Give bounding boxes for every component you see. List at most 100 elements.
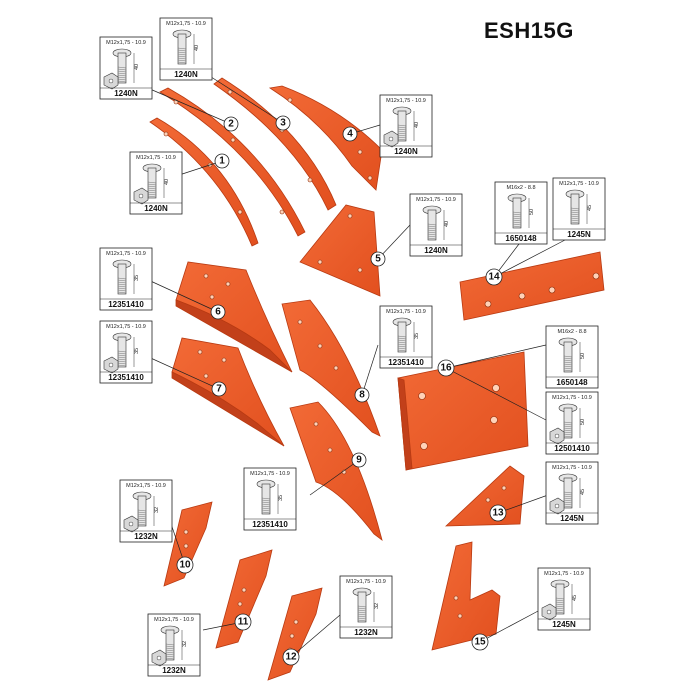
bolt-code-text: 12351410 (108, 373, 144, 382)
callout-8-label: 8 (359, 390, 365, 401)
bolt-thread-line (147, 195, 157, 198)
bolt-thread-line (357, 605, 367, 608)
bolt-spec-text: M16x2 - 8.8 (506, 185, 535, 191)
bolt-thread-line (261, 501, 271, 504)
bolt-thread-line (555, 601, 565, 604)
bolt-length-label: 32 (154, 507, 160, 513)
bolt-thread-line (397, 124, 407, 127)
bolt-thread-line (563, 359, 573, 362)
bolt-thread-line (165, 657, 175, 660)
callout-12-label: 12 (285, 652, 297, 663)
nut-hole (108, 362, 114, 368)
bolt-thread-line (563, 363, 573, 366)
nut-hole (138, 193, 144, 199)
bolt-thread-line (357, 609, 367, 612)
bolt-thread-line (177, 53, 187, 56)
bolt-thread-line (117, 289, 127, 292)
bolt-thread-line (512, 221, 522, 224)
bolt-code-text: 1240N (174, 70, 198, 79)
part-14-shape (459, 251, 605, 321)
bolt-thread-line (563, 423, 573, 426)
bolt-thread-line (563, 365, 573, 368)
bolt-thread-line (570, 207, 580, 210)
bolt-length-label: 32 (182, 641, 188, 647)
bolt-thread-line (512, 215, 522, 218)
part-16-shape (397, 351, 529, 471)
part-2-shape (159, 87, 306, 237)
bolt-spec-text: M12x1,75 - 10.9 (250, 471, 290, 477)
part-11-shape (215, 549, 273, 649)
bolt-code-text: 1240N (424, 246, 448, 255)
bolt-thread-line (147, 181, 157, 184)
bolt-thread-line (357, 615, 367, 618)
bolt-thread-line (563, 505, 573, 508)
bolt-thread-line (137, 523, 147, 526)
part-7-edge (171, 371, 285, 447)
bolt-thread-line (137, 509, 147, 512)
bolt-thread-line (261, 509, 271, 512)
bolt-thread-line (117, 277, 127, 280)
callout-9 (351, 452, 367, 468)
bolt-length-label: 50 (580, 353, 586, 359)
bolt-length-label: 50 (580, 419, 586, 425)
bolt-thread-line (563, 369, 573, 372)
bolt-length-label: 32 (374, 603, 380, 609)
bolt-code-text: 1240N (394, 147, 418, 156)
bolt-thread-line (563, 425, 573, 428)
callout-11-label: 11 (238, 617, 249, 628)
bolt-thread-line (165, 643, 175, 646)
bolt-thread-line (117, 356, 127, 359)
bolt-thread-line (563, 355, 573, 358)
bolt-thread-line (117, 70, 127, 73)
bolt-spec-text: M16x2 - 8.8 (557, 329, 586, 335)
bolt-thread-line (397, 136, 407, 139)
bolt-thread-line (397, 134, 407, 137)
bolt-thread-line (117, 72, 127, 75)
bolt-code-text: 12351410 (388, 358, 424, 367)
leader-lines (143, 74, 566, 658)
callout-14 (485, 268, 503, 286)
bolt-thread-line (261, 507, 271, 510)
bolt-thread-line (427, 231, 437, 234)
part-4-shape (268, 85, 383, 191)
bolt-thread-line (117, 354, 127, 357)
callout-7-label: 7 (216, 384, 222, 395)
bolt-thread-line (117, 364, 127, 367)
bolt-thread-line (137, 521, 147, 524)
bolt-thread-line (563, 427, 573, 430)
nut-hole (554, 433, 560, 439)
bolt-thread-line (261, 505, 271, 508)
bolt-length-label: 45 (572, 595, 578, 601)
bolt-thread-line (117, 281, 127, 284)
bolt-thread-line (570, 209, 580, 212)
bolt-thread-line (570, 211, 580, 214)
bolt-thread-line (261, 499, 271, 502)
part-6-edge (175, 299, 293, 373)
bolt-thread-line (137, 511, 147, 514)
callout-11 (234, 613, 252, 631)
bolt-code-text: 1650148 (505, 234, 537, 243)
callout-16 (437, 359, 455, 377)
bolt-thread-line (563, 433, 573, 436)
bolt-thread-line (177, 61, 187, 64)
bolt-length-label: 35 (134, 348, 140, 354)
bolt-thread-line (147, 191, 157, 194)
callout-3-label: 3 (280, 118, 286, 129)
callout-13 (489, 504, 507, 522)
bolt-thread-line (555, 611, 565, 614)
bolt-thread-line (555, 607, 565, 610)
bolt-spec-text: M12x1,75 - 10.9 (544, 571, 584, 577)
bolt-thread-line (117, 358, 127, 361)
diagram-title: ESH15G (484, 18, 574, 43)
callout-6-label: 6 (215, 307, 221, 318)
nut-hole (128, 521, 134, 527)
bolt-thread-line (397, 343, 407, 346)
bolt-thread-line (147, 193, 157, 196)
bolt-length-label: 45 (587, 205, 593, 211)
